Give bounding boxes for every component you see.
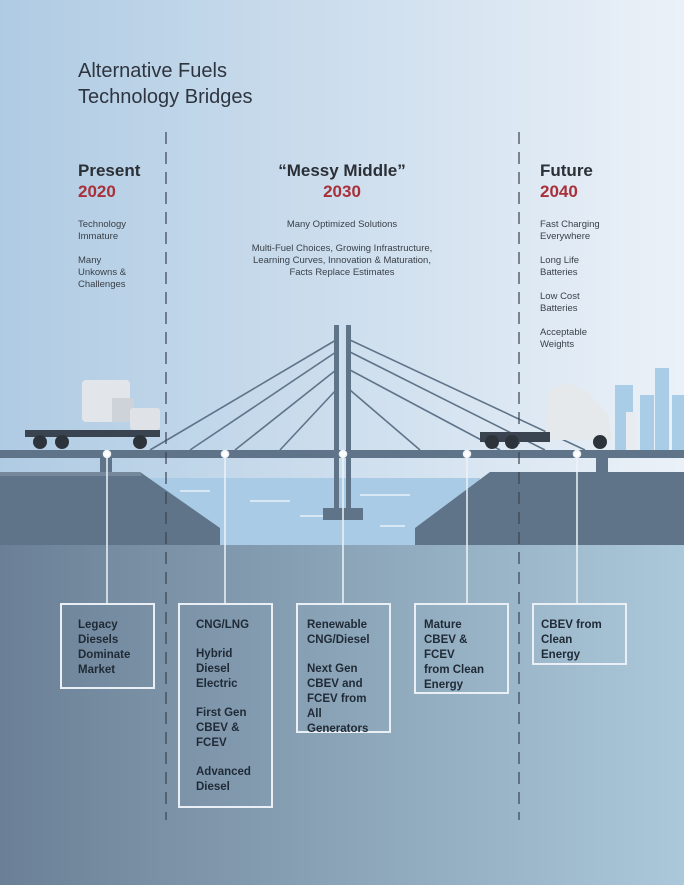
- electric-truck-future: [480, 384, 636, 450]
- middle-notes: Many Optimized Solutions Multi-Fuel Choi…: [251, 219, 433, 278]
- city-skyline: [615, 368, 684, 450]
- bridge-tower: [334, 325, 339, 515]
- right-embankment: [415, 472, 684, 545]
- left-embankment: [0, 472, 220, 545]
- column-messy-middle: “Messy Middle” 2030 Many Optimized Solut…: [222, 160, 462, 291]
- dashed-dividers: [165, 132, 520, 820]
- connectors: [102, 449, 582, 604]
- semi-truck-present: [25, 380, 160, 449]
